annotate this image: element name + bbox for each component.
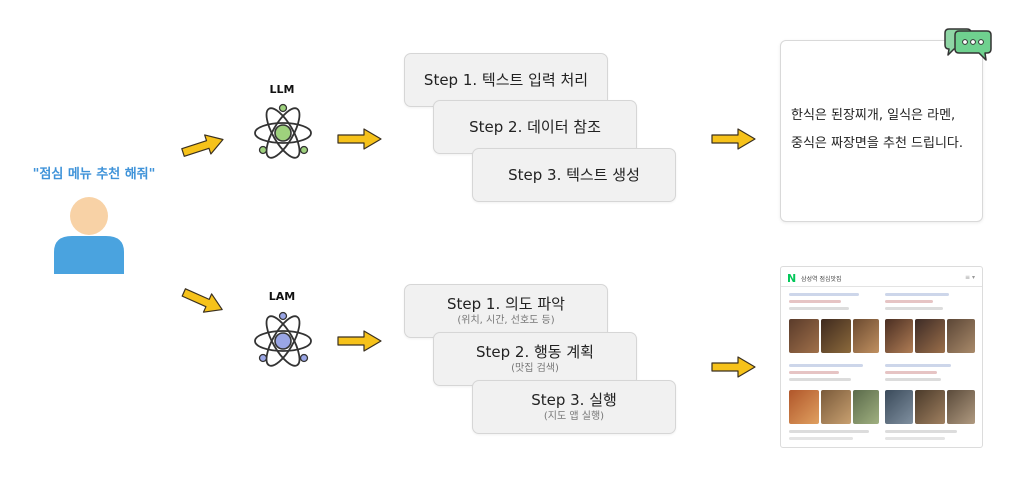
result-photo [853, 319, 879, 353]
arrow-lam-to-map-icon [711, 356, 756, 378]
naver-logo-icon: N [787, 272, 797, 285]
result-line [789, 307, 849, 310]
llm-step-1-title: Step 1. 텍스트 입력 처리 [423, 71, 589, 89]
result-line [789, 378, 851, 381]
llm-answer-line-1: 한식은 된장찌개, 일식은 라멘, [791, 108, 956, 123]
llm-step-2: Step 2. 데이터 참조 [433, 100, 637, 154]
lam-step-1-title: Step 1. 의도 파악 [447, 295, 565, 313]
map-search-result-card: N 삼성역 점심맛집 ≡ ▾ [780, 266, 983, 448]
lam-label: LAM [268, 290, 296, 303]
result-photo [853, 390, 879, 424]
lam-step-2-sub: (맛집 검색) [511, 363, 559, 374]
result-line [885, 437, 945, 440]
user-request-text: "점심 메뉴 추천 해줘" [32, 167, 156, 182]
user-avatar-icon [54, 197, 124, 274]
result-line [885, 430, 957, 433]
llm-step-2-title: Step 2. 데이터 참조 [469, 118, 601, 136]
arrow-lam-to-steps-icon [337, 330, 382, 352]
lam-atom-icon [254, 311, 312, 367]
llm-step-3-title: Step 3. 텍스트 생성 [508, 166, 640, 184]
result-line [885, 371, 937, 374]
arrow-llm-to-steps-icon [337, 128, 382, 150]
result-photo [915, 319, 945, 353]
llm-label: LLM [269, 83, 295, 96]
llm-step-3: Step 3. 텍스트 생성 [472, 148, 676, 202]
result-line [789, 430, 869, 433]
lam-step-1: Step 1. 의도 파악 (위치, 시간, 선호도 등) [404, 284, 608, 338]
result-photo [947, 390, 975, 424]
result-photo [789, 390, 819, 424]
llm-answer-line-2: 중식은 짜장면을 추천 드립니다. [791, 136, 964, 151]
arrow-llm-to-answer-icon [711, 128, 756, 150]
llm-answer-text: 한식은 된장찌개, 일식은 라멘, 중식은 짜장면을 추천 드립니다. [791, 102, 977, 158]
result-line [885, 307, 943, 310]
result-photo [789, 319, 819, 353]
map-header-divider [781, 286, 982, 287]
llm-step-1: Step 1. 텍스트 입력 처리 [404, 53, 608, 107]
llm-answer-card: 한식은 된장찌개, 일식은 라멘, 중식은 짜장면을 추천 드립니다. [780, 40, 983, 222]
result-photo [885, 319, 913, 353]
result-line [789, 300, 841, 303]
result-line [885, 293, 949, 296]
chat-bubbles-icon [944, 28, 992, 61]
result-line [789, 437, 853, 440]
result-line [885, 364, 951, 367]
map-menu-icon: ≡ ▾ [965, 274, 975, 281]
result-photo [821, 390, 851, 424]
lam-step-3-sub: (지도 앱 실행) [543, 411, 605, 422]
map-search-header: N 삼성역 점심맛집 ≡ ▾ [787, 273, 977, 285]
result-photo [885, 390, 913, 424]
result-line [885, 300, 933, 303]
lam-step-3-title: Step 3. 실행 [531, 391, 617, 409]
lam-step-2: Step 2. 행동 계획 (맛집 검색) [433, 332, 637, 386]
result-photo [821, 319, 851, 353]
result-line [789, 371, 839, 374]
lam-step-2-title: Step 2. 행동 계획 [476, 343, 594, 361]
arrow-user-to-lam-icon [181, 288, 223, 313]
map-search-title: 삼성역 점심맛집 [801, 276, 842, 283]
result-line [885, 378, 941, 381]
llm-atom-icon [254, 103, 312, 159]
result-photo [915, 390, 945, 424]
arrow-user-to-llm-icon [181, 134, 224, 157]
result-line [789, 293, 859, 296]
user-body [54, 236, 124, 274]
lam-step-3: Step 3. 실행 (지도 앱 실행) [472, 380, 676, 434]
result-line [789, 364, 863, 367]
lam-step-1-sub: (위치, 시간, 선호도 등) [457, 315, 555, 326]
user-head [70, 197, 108, 235]
result-photo [947, 319, 975, 353]
